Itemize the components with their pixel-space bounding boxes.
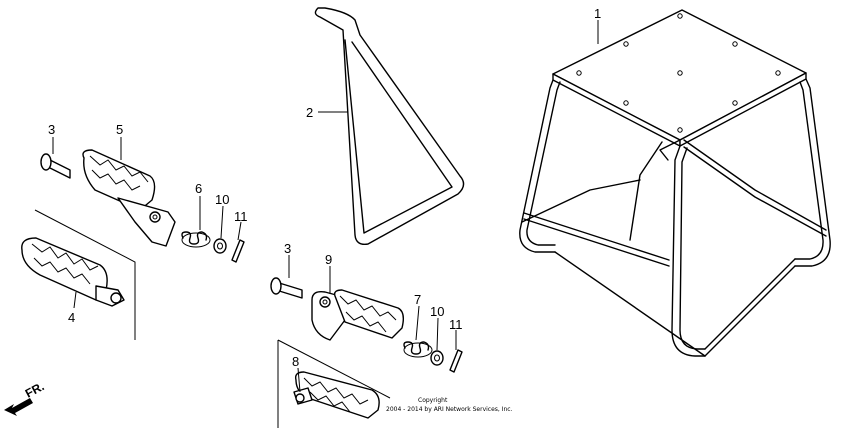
part-10-washer-right[interactable]	[430, 350, 444, 366]
callout-9[interactable]: 9	[325, 252, 332, 267]
part-3-bolt-right[interactable]	[270, 277, 303, 299]
part-4-footpeg-assembly[interactable]	[21, 209, 136, 340]
part-10-washer-left[interactable]	[213, 238, 227, 254]
callout-3-left[interactable]: 3	[48, 122, 55, 137]
callout-10-right[interactable]: 10	[430, 304, 444, 319]
part-1-stand[interactable]	[519, 9, 831, 357]
callout-5[interactable]: 5	[116, 122, 123, 137]
copyright-notice: Copyright 2004 - 2014 by ARI Network Ser…	[386, 397, 513, 413]
part-3-bolt-left[interactable]	[40, 153, 71, 179]
copyright-line-1: Copyright	[418, 397, 448, 404]
leader-lines	[52, 20, 599, 393]
callout-3-right[interactable]: 3	[284, 241, 291, 256]
callout-2[interactable]: 2	[306, 105, 313, 120]
part-2-side-stand[interactable]	[314, 7, 465, 245]
plate-bolts	[576, 13, 781, 133]
callout-1[interactable]: 1	[594, 6, 601, 21]
part-5-footpeg[interactable]	[82, 149, 176, 247]
copyright-line-2: 2004 - 2014 by ARI Network Services, Inc…	[386, 406, 513, 413]
callout-4[interactable]: 4	[68, 310, 75, 325]
part-11-pin-right[interactable]	[449, 349, 463, 373]
callout-7[interactable]: 7	[414, 292, 421, 307]
callout-11-left[interactable]: 11	[234, 209, 248, 224]
part-11-pin-left[interactable]	[231, 239, 245, 263]
callout-6[interactable]: 6	[195, 181, 202, 196]
front-direction-label: FR.	[23, 379, 47, 400]
callout-10-left[interactable]: 10	[215, 192, 229, 207]
part-6-spring[interactable]	[181, 231, 211, 248]
callout-8[interactable]: 8	[292, 354, 299, 369]
part-7-spring[interactable]	[403, 341, 433, 358]
front-direction-arrow-icon: FR.	[4, 379, 46, 416]
callout-11-right[interactable]: 11	[449, 317, 463, 332]
part-9-footpeg[interactable]	[311, 289, 405, 341]
